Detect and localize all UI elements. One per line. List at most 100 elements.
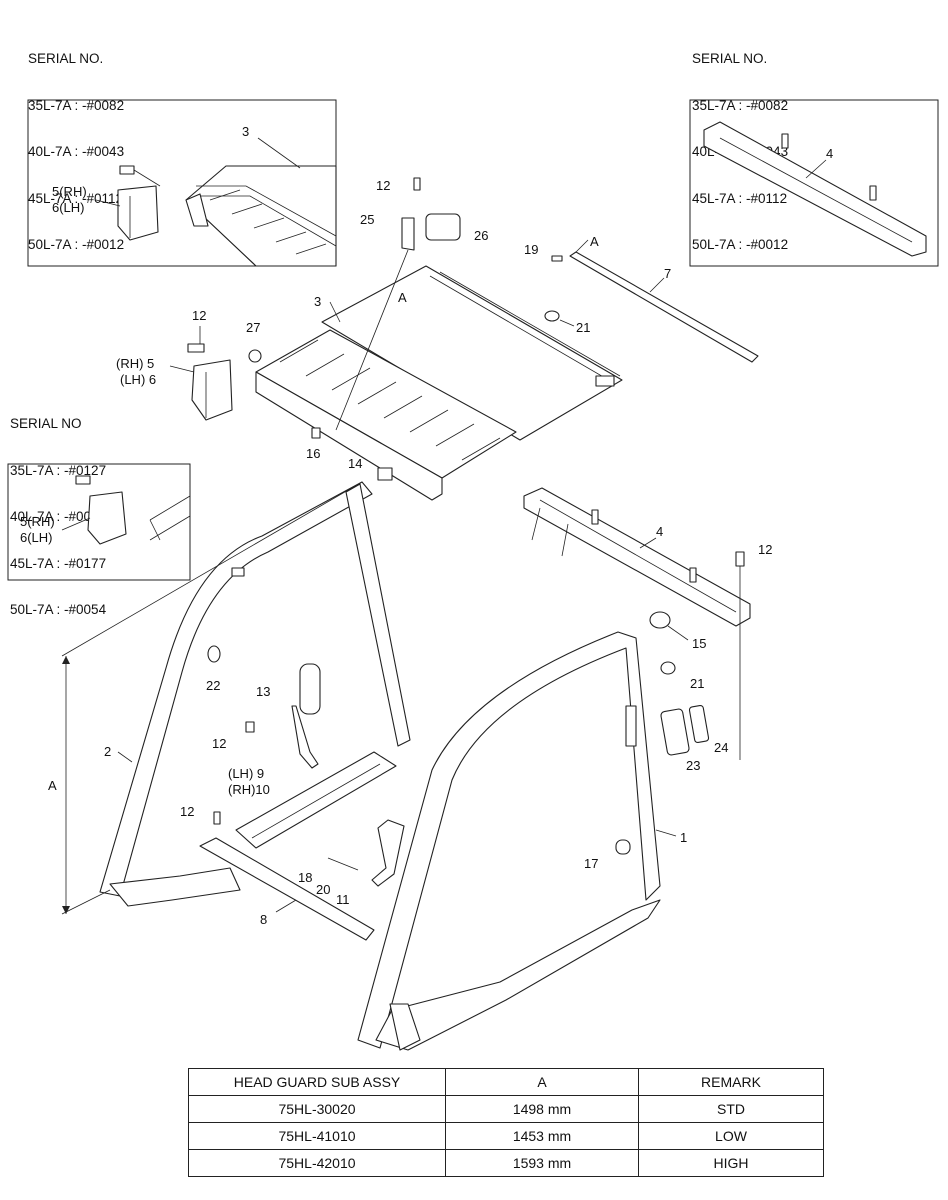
bolt-16 <box>311 427 321 439</box>
roof-grid <box>255 265 623 501</box>
serial-line: 40L-7A : -#0043 <box>28 144 125 159</box>
inset-roof-top-left <box>185 165 337 267</box>
callout-5rh-inset2: 5(RH) <box>20 514 55 529</box>
cell-remark: LOW <box>638 1122 824 1150</box>
mirror-bracket-25 <box>401 217 415 251</box>
callout-3-inset: 3 <box>242 124 249 139</box>
callout-22: 22 <box>206 678 220 693</box>
inset-crossmember-top-right <box>703 121 927 257</box>
serial-line: 35L-7A : -#0127 <box>10 462 107 478</box>
arm-9-10 <box>291 705 319 769</box>
callout-16: 16 <box>306 446 320 461</box>
callout-A-dimension: A <box>48 778 57 793</box>
grommet-21-top <box>544 310 560 322</box>
rod-7 <box>569 251 759 363</box>
callout-5rh-inset: 5(RH) <box>52 184 87 199</box>
serial-line: 45L-7A : -#0112 <box>692 190 788 206</box>
inset-box-mid-left <box>7 463 191 581</box>
table-row: 75HL-30020 1498 mm STD <box>188 1095 824 1123</box>
table-header-row: HEAD GUARD SUB ASSY A REMARK <box>188 1068 824 1096</box>
callout-26: 26 <box>474 228 488 243</box>
cover-24 <box>688 704 710 744</box>
callout-21: 21 <box>690 676 704 691</box>
head-guard-spec-table: HEAD GUARD SUB ASSY A REMARK 75HL-30020 … <box>188 1068 824 1177</box>
cell-a: 1453 mm <box>445 1122 639 1150</box>
callout-27: 27 <box>246 320 260 335</box>
callout-12-low: 12 <box>180 804 194 819</box>
right-frame-1 <box>357 631 661 1051</box>
serial-block-top-left: SERIAL NO. 35L-7A : -#0082 40L-7A : -#00… <box>28 20 124 268</box>
callout-18: 18 <box>298 870 312 885</box>
cell-a: 1498 mm <box>445 1095 639 1123</box>
callout-6: (LH) 6 <box>120 372 156 387</box>
callout-12-top: 12 <box>376 178 390 193</box>
mirror-26 <box>425 213 461 241</box>
cell-assy: 75HL-30020 <box>188 1095 446 1123</box>
lower-frame-8 <box>199 751 397 941</box>
serial-title: SERIAL NO <box>10 416 82 431</box>
serial-title: SERIAL NO. <box>28 51 104 66</box>
header-remark: REMARK <box>638 1068 824 1096</box>
grommet-22 <box>207 645 221 663</box>
bolt-12-low <box>213 811 221 825</box>
serial-line: 50L-7A : -#0054 <box>10 602 107 617</box>
grip-15 <box>649 611 671 629</box>
serial-line: 35L-7A : -#0082 <box>692 97 789 113</box>
inset-bracket-top-left <box>117 165 161 241</box>
callout-2: 2 <box>104 744 111 759</box>
header-a: A <box>445 1068 639 1096</box>
callout-6lh-inset2: 6(LH) <box>20 530 53 545</box>
crossmember-4 <box>523 487 751 627</box>
cell-assy: 75HL-42010 <box>188 1149 446 1177</box>
serial-line: 50L-7A : -#0012 <box>692 237 789 252</box>
callout-1: 1 <box>680 830 687 845</box>
callout-17: 17 <box>584 856 598 871</box>
callout-6lh-inset: 6(LH) <box>52 200 85 215</box>
callout-5: (RH) 5 <box>116 356 154 371</box>
callout-9: (LH) 9 <box>228 766 264 781</box>
callout-19: 19 <box>524 242 538 257</box>
callout-23: 23 <box>686 758 700 773</box>
callout-25: 25 <box>360 212 374 227</box>
serial-block-top-right: SERIAL NO. 35L-7A : -#0082 40L-7A : -#00… <box>692 20 788 268</box>
callout-24: 24 <box>714 740 728 755</box>
callout-8: 8 <box>260 912 267 927</box>
cell-assy: 75HL-41010 <box>188 1122 446 1150</box>
cell-remark: HIGH <box>638 1149 824 1177</box>
cell-a: 1593 mm <box>445 1149 639 1177</box>
bracket-5-6 <box>187 343 233 421</box>
inset-box-top-right <box>689 99 939 267</box>
callout-21-top: 21 <box>576 320 590 335</box>
grommet-21 <box>660 661 676 675</box>
callout-10: (RH)10 <box>228 782 270 797</box>
callout-A-roof: A <box>398 290 407 305</box>
callout-15: 15 <box>692 636 706 651</box>
washer-27 <box>248 349 262 363</box>
callout-12-right: 12 <box>758 542 772 557</box>
mirror-13 <box>299 663 321 715</box>
bolt-19 <box>551 255 563 262</box>
bolt-12-mid <box>245 721 255 733</box>
knob-17 <box>615 839 631 855</box>
callout-12-mid: 12 <box>212 736 226 751</box>
table-row: 75HL-42010 1593 mm HIGH <box>188 1149 824 1177</box>
handle-23 <box>660 708 690 756</box>
table-row: 75HL-41010 1453 mm LOW <box>188 1122 824 1150</box>
callout-11: 11 <box>336 892 350 907</box>
callout-12-left: 12 <box>192 308 206 323</box>
inset-bracket-mid-left <box>75 475 191 545</box>
arm-11 <box>371 819 405 887</box>
cell-remark: STD <box>638 1095 824 1123</box>
bolt-12-right <box>735 551 745 567</box>
callout-A-rod: A <box>590 234 599 249</box>
callout-13: 13 <box>256 684 270 699</box>
callout-3: 3 <box>314 294 321 309</box>
serial-title: SERIAL NO. <box>692 51 768 66</box>
serial-line: 45L-7A : -#0177 <box>10 555 107 571</box>
serial-line: 45L-7A : -#0112 <box>28 190 124 206</box>
callout-4-inset: 4 <box>826 146 833 161</box>
callout-14: 14 <box>348 456 362 471</box>
callout-4: 4 <box>656 524 663 539</box>
bolt-12-top <box>413 177 421 191</box>
